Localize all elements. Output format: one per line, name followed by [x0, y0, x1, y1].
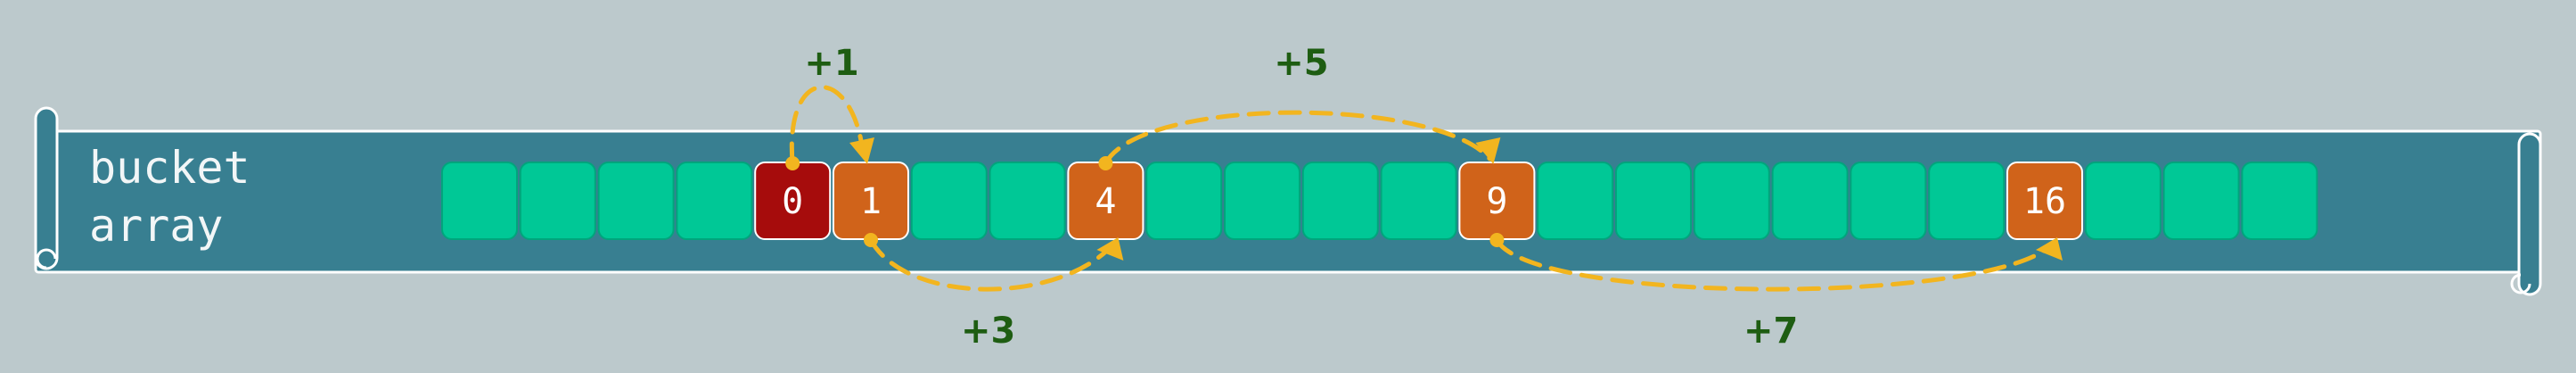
step-label: +3: [961, 311, 1015, 352]
bucket-cell: [1771, 162, 1849, 240]
bucket-cell: [1928, 162, 2006, 240]
bucket-cell-box: [1301, 162, 1379, 240]
bucket-cell: [1380, 162, 1457, 240]
probe-arc: [1494, 237, 2056, 292]
probe-start-dot: [1098, 156, 1113, 170]
bucket-cell-box: [1615, 162, 1692, 240]
bucket-cell: [910, 162, 988, 240]
bucket-cell-box: [597, 162, 675, 240]
bucket-cell: [2084, 162, 2162, 240]
probe-arrowhead: [1475, 137, 1501, 164]
scroll-left-rod: [34, 106, 59, 270]
scroll-label-line-1: bucket: [89, 142, 250, 194]
bucket-cell-box: [910, 162, 988, 240]
bucket-cell: [1224, 162, 1300, 240]
bucket-cell-box: [519, 162, 596, 240]
bucket-cell: 1: [833, 162, 909, 240]
bucket-cells: 0 1 4 9 16: [441, 162, 2318, 240]
bucket-cell-value: 4: [1095, 181, 1116, 222]
probe-arrowhead: [2036, 237, 2063, 261]
bucket-cell-value: 0: [782, 181, 803, 222]
scroll-right-rod: [2517, 132, 2542, 296]
bucket-cell: 9: [1458, 162, 1536, 240]
probe-step: +3: [864, 233, 1124, 352]
step-label: +5: [1274, 43, 1328, 84]
scroll-left-curl: [36, 248, 57, 269]
bucket-cell: 4: [1067, 162, 1144, 240]
bucket-cell: [519, 162, 596, 240]
bucket-cell: [1693, 162, 1770, 240]
probe-arrowhead: [849, 137, 874, 164]
bucket-cell-box: [2006, 162, 2083, 240]
bucket-cell-box: [441, 162, 518, 240]
probe-start-dot: [785, 156, 800, 170]
scroll-label-line-2: array: [89, 200, 224, 252]
step-label: +1: [804, 43, 858, 84]
scroll-label: bucket array: [89, 145, 250, 248]
bucket-cell: [597, 162, 675, 240]
probe-start-dot: [864, 233, 878, 247]
bucket-cell: [1615, 162, 1692, 240]
bucket-cell: [1850, 162, 1927, 240]
bucket-cell-box: [676, 162, 753, 240]
bucket-cell-box: [1771, 162, 1849, 240]
bucket-cell: [1145, 162, 1223, 240]
probe-arrows: +1 +3 +5 +7: [785, 43, 2063, 352]
bucket-cell-box: [1380, 162, 1457, 240]
probe-step: +1: [785, 43, 874, 170]
bucket-cell: 16: [2006, 162, 2083, 240]
step-label: +7: [1743, 311, 1798, 352]
probe-arc: [1103, 110, 1492, 166]
probe-step: +5: [1098, 43, 1501, 170]
bucket-cell: [2162, 162, 2240, 240]
bucket-cell-box: [1850, 162, 1927, 240]
bucket-cell-box: [1928, 162, 2006, 240]
probe-step: +7: [1489, 233, 2063, 352]
bucket-cell: [2241, 162, 2318, 240]
bucket-cell-value: 9: [1486, 181, 1507, 222]
scroll-right-curl: [2510, 273, 2531, 294]
bucket-cell-value: 1: [860, 181, 882, 222]
bucket-cell-box: [1224, 162, 1300, 240]
probe-arc: [789, 85, 866, 166]
probe-start-dot: [1489, 233, 1505, 247]
bucket-cell-box: [989, 162, 1066, 240]
probe-arrowhead: [1096, 237, 1124, 261]
bucket-cell-box: [2084, 162, 2162, 240]
bucket-cell: [989, 162, 1066, 240]
bucket-cell: [1537, 162, 1614, 240]
bucket-cell-box: [1145, 162, 1223, 240]
bucket-cell-box: [2241, 162, 2318, 240]
bucket-cell-box: [1693, 162, 1770, 240]
bucket-cell: [1301, 162, 1379, 240]
bucket-cell: 0: [754, 162, 832, 240]
probe-arc: [868, 237, 1117, 292]
bucket-cell: [441, 162, 518, 240]
bucket-cell: [676, 162, 753, 240]
bucket-cell-value: 16: [2023, 181, 2066, 222]
bucket-cell-box: [2162, 162, 2240, 240]
bucket-cell-box: [1537, 162, 1614, 240]
